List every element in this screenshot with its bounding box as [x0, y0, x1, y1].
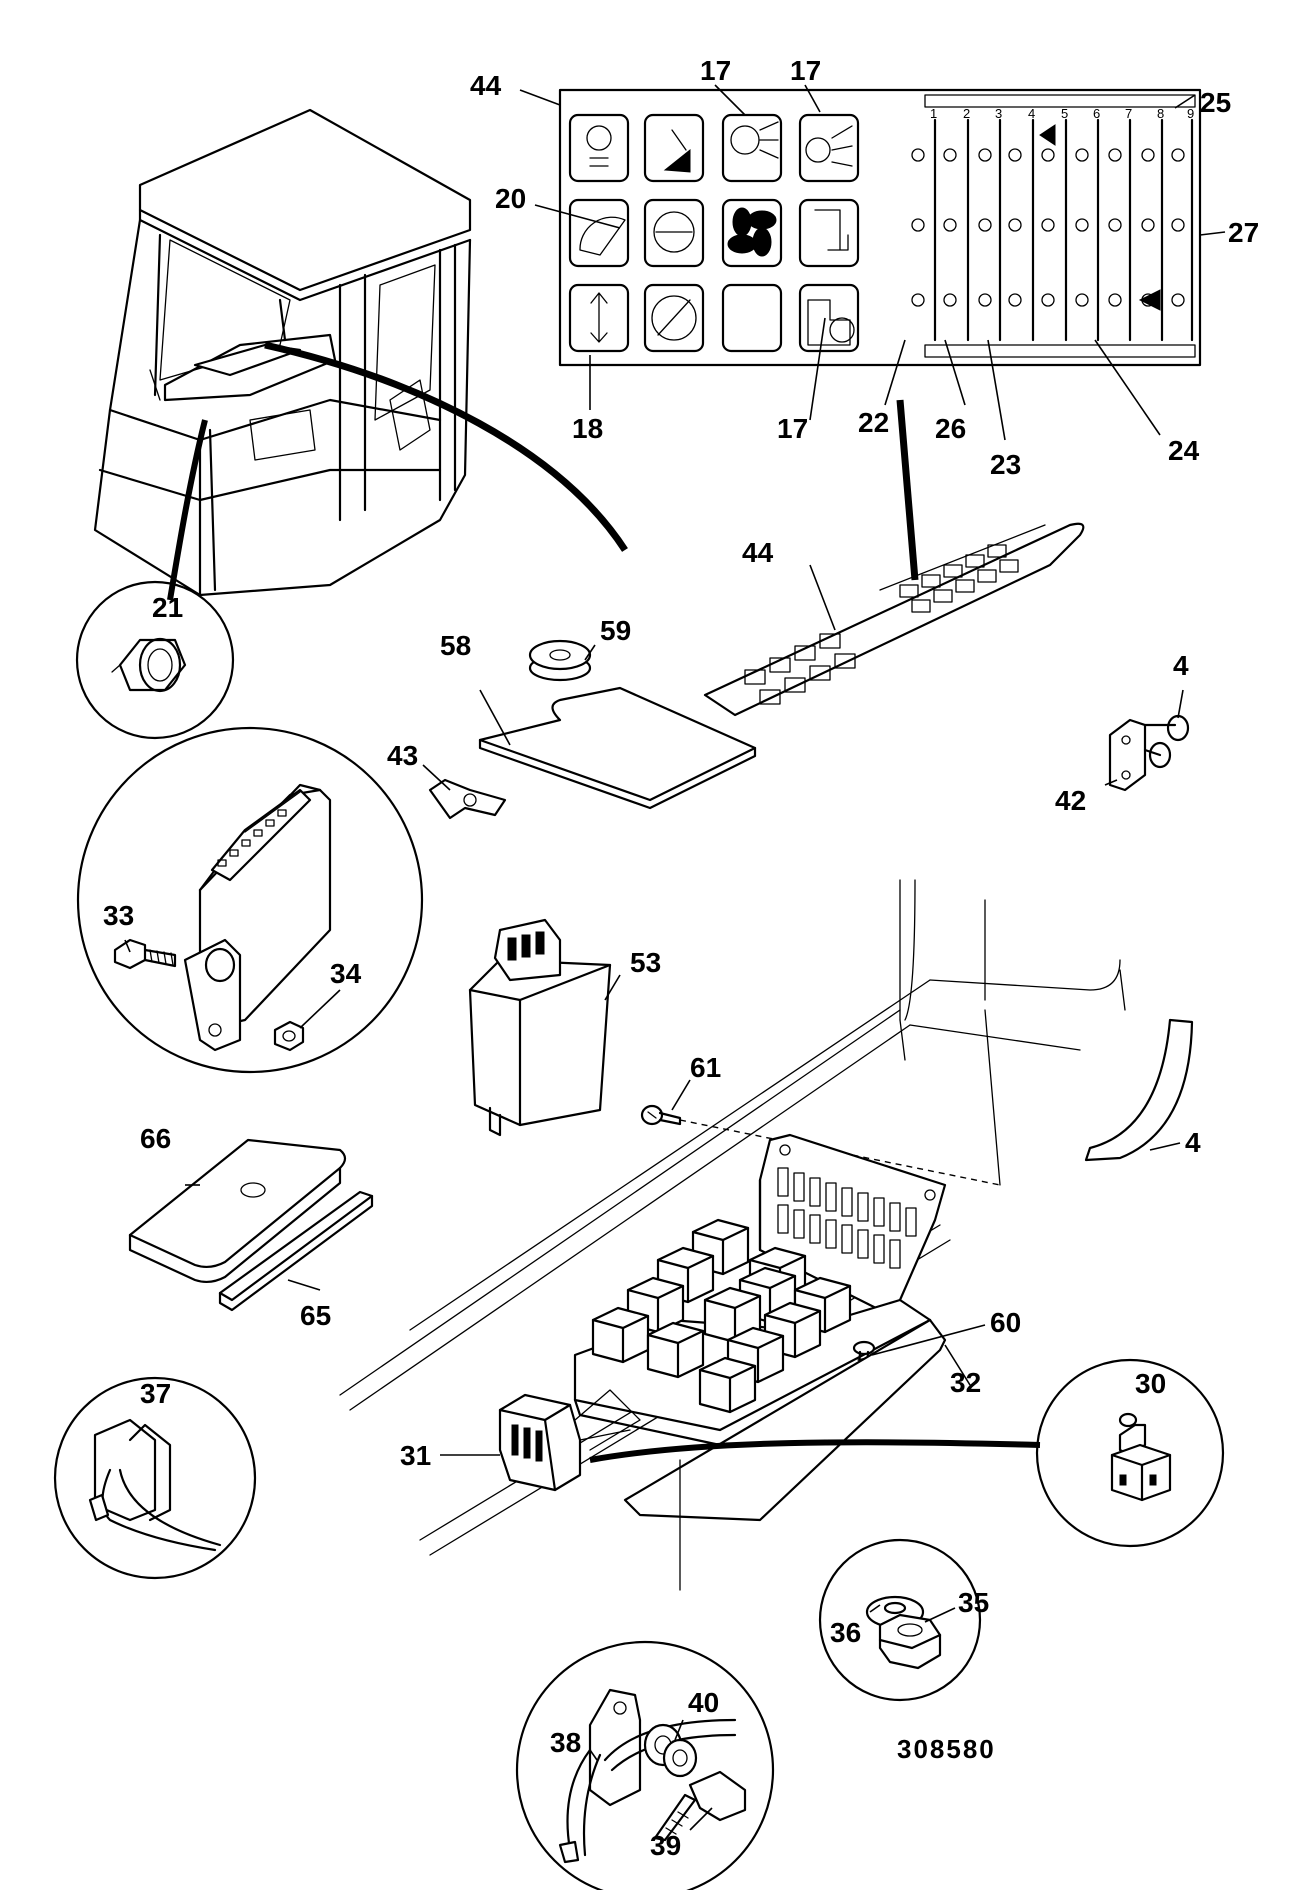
callout-24: 24 — [1168, 435, 1200, 466]
callout-39: 39 — [650, 1830, 681, 1861]
figure-reference-number: 308580 — [897, 1734, 996, 1764]
screw-61 — [640, 1104, 1001, 1186]
callout-42: 42 — [1055, 785, 1086, 816]
detail-circle-35-36 — [818, 1538, 982, 1702]
callout-21: 21 — [152, 592, 183, 623]
grommet-59 — [528, 639, 592, 682]
callout-43: 43 — [387, 740, 418, 771]
relay-array — [591, 1218, 852, 1414]
connector-31 — [498, 1389, 641, 1492]
callout-27: 27 — [1228, 217, 1259, 248]
detail-circle-38-39-40 — [515, 1640, 775, 1890]
callout-38: 38 — [550, 1727, 581, 1758]
edge-strip-4 — [1084, 1018, 1194, 1162]
relay-53 — [468, 918, 612, 1137]
callout-32: 32 — [950, 1367, 981, 1398]
callout-58: 58 — [440, 630, 471, 661]
fuse-col-9: 9 — [1187, 106, 1194, 121]
pad-66 — [128, 1138, 347, 1284]
callout-31: 31 — [400, 1440, 431, 1471]
detail-circle-30 — [1035, 1358, 1225, 1548]
detail-circle-21 — [75, 580, 235, 740]
callout-36: 36 — [830, 1617, 861, 1648]
leader-lines — [124, 84, 1226, 1831]
detail-circle-ecu — [76, 726, 424, 1074]
fuse-col-6: 6 — [1093, 106, 1100, 121]
callout-17: 17 — [790, 55, 821, 86]
fuse-col-3: 3 — [995, 106, 1002, 121]
strip-65 — [218, 1190, 374, 1312]
switch-panel-decal: 1 2 3 4 5 6 7 8 9 — [558, 88, 1202, 367]
detail-circle-37 — [53, 1376, 257, 1580]
callout-25: 25 — [1200, 87, 1231, 118]
callout-53: 53 — [630, 947, 661, 978]
fuse-col-8: 8 — [1157, 106, 1164, 121]
callout-61: 61 — [690, 1052, 721, 1083]
callout-22: 22 — [858, 407, 889, 438]
fuse-relay-box — [339, 879, 1126, 1591]
callout-17: 17 — [777, 413, 808, 444]
callout-34: 34 — [330, 958, 362, 989]
callout-20: 20 — [495, 183, 526, 214]
callout-4: 4 — [1173, 650, 1189, 681]
bracket-42 — [1108, 714, 1190, 792]
callout-60: 60 — [990, 1307, 1021, 1338]
callout-66: 66 — [140, 1123, 171, 1154]
callout-4: 4 — [1185, 1127, 1201, 1158]
callout-26: 26 — [935, 413, 966, 444]
callout-23: 23 — [990, 449, 1021, 480]
callout-44: 44 — [742, 537, 774, 568]
fuse-col-4: 4 — [1028, 106, 1035, 121]
callout-40: 40 — [688, 1687, 719, 1718]
callout-65: 65 — [300, 1300, 331, 1331]
callout-18: 18 — [572, 413, 603, 444]
callout-labels: 44 17 17 25 20 27 18 17 22 26 23 24 21 4… — [103, 55, 1259, 1861]
callout-35: 35 — [958, 1587, 989, 1618]
decal-strip-44 — [703, 522, 1085, 717]
callout-33: 33 — [103, 900, 134, 931]
callout-17: 17 — [700, 55, 731, 86]
fuse-col-2: 2 — [963, 106, 970, 121]
callout-30: 30 — [1135, 1368, 1166, 1399]
plate-58 — [478, 686, 757, 810]
fuse-col-7: 7 — [1125, 106, 1132, 121]
clip-43 — [428, 778, 507, 820]
callout-44: 44 — [470, 70, 502, 101]
callout-59: 59 — [600, 615, 631, 646]
fuse-col-1: 1 — [930, 106, 937, 121]
callout-37: 37 — [140, 1378, 171, 1409]
fuse-col-5: 5 — [1061, 106, 1068, 121]
